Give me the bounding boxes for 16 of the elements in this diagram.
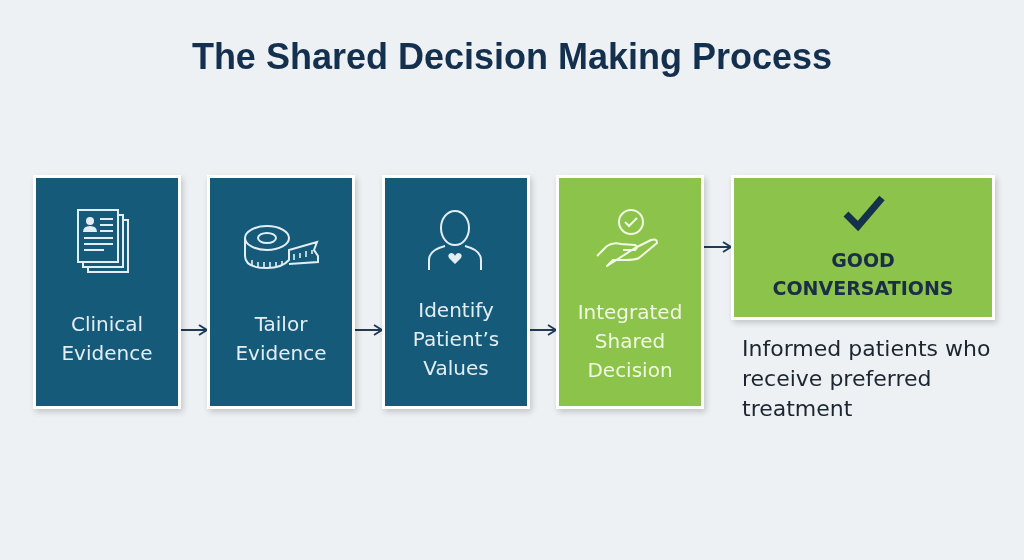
step-label: Clinical Evidence [60,311,154,367]
arrow [703,241,732,253]
step-box [556,175,704,409]
step-box [207,175,355,409]
step-label: Tailor Evidence [234,311,328,367]
arrow [180,324,208,336]
arrow [354,324,383,336]
step-box [382,175,530,409]
step-box [33,175,181,409]
outcome-box [731,175,995,320]
arrow [529,324,557,336]
step-label: Identify Patient’s Values [411,297,501,382]
step-label: Integrated Shared Decision [576,299,684,384]
step-label: GOOD CONVERSATIONS [771,248,955,301]
outcome-description: Informed patients who receive preferred treatment [742,335,992,423]
diagram-title: The Shared Decision Making Process [190,36,834,78]
